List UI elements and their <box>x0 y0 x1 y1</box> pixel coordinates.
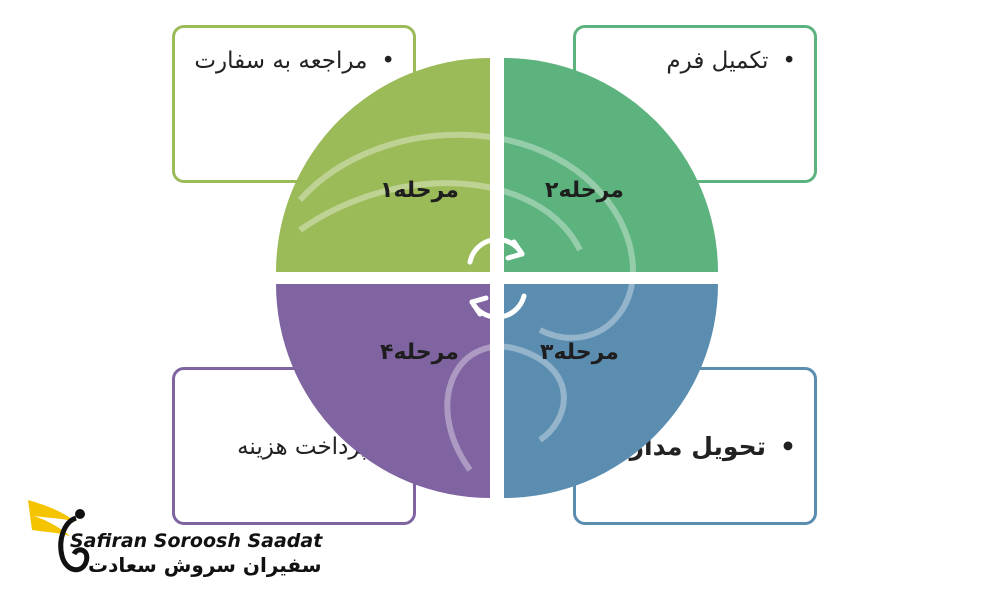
logo-name-fa: سفیران سروش سعادت <box>88 553 322 577</box>
watermark-swirl <box>297 131 636 472</box>
quadrant-stage-2 <box>504 58 718 272</box>
stage-4-label: مرحله۴ <box>380 340 459 365</box>
stage-2-label: مرحله۲ <box>545 178 624 203</box>
swan-wing-logo <box>28 500 90 573</box>
cycle-arrows-icon <box>467 236 527 320</box>
quadrant-stage-1 <box>276 58 490 272</box>
box-stage-2-text: تکمیل فرم <box>594 42 796 80</box>
quadrant-stage-4 <box>276 284 490 498</box>
stage-1-label: مرحله۱ <box>380 178 459 203</box>
stage-3-label: مرحله۳ <box>540 340 619 365</box>
logo-name-en: Safiran Soroosh Saadat <box>70 530 323 552</box>
quadrant-stage-3 <box>504 284 718 498</box>
box-stage-1-text: مراجعه به سفارت <box>193 42 395 80</box>
